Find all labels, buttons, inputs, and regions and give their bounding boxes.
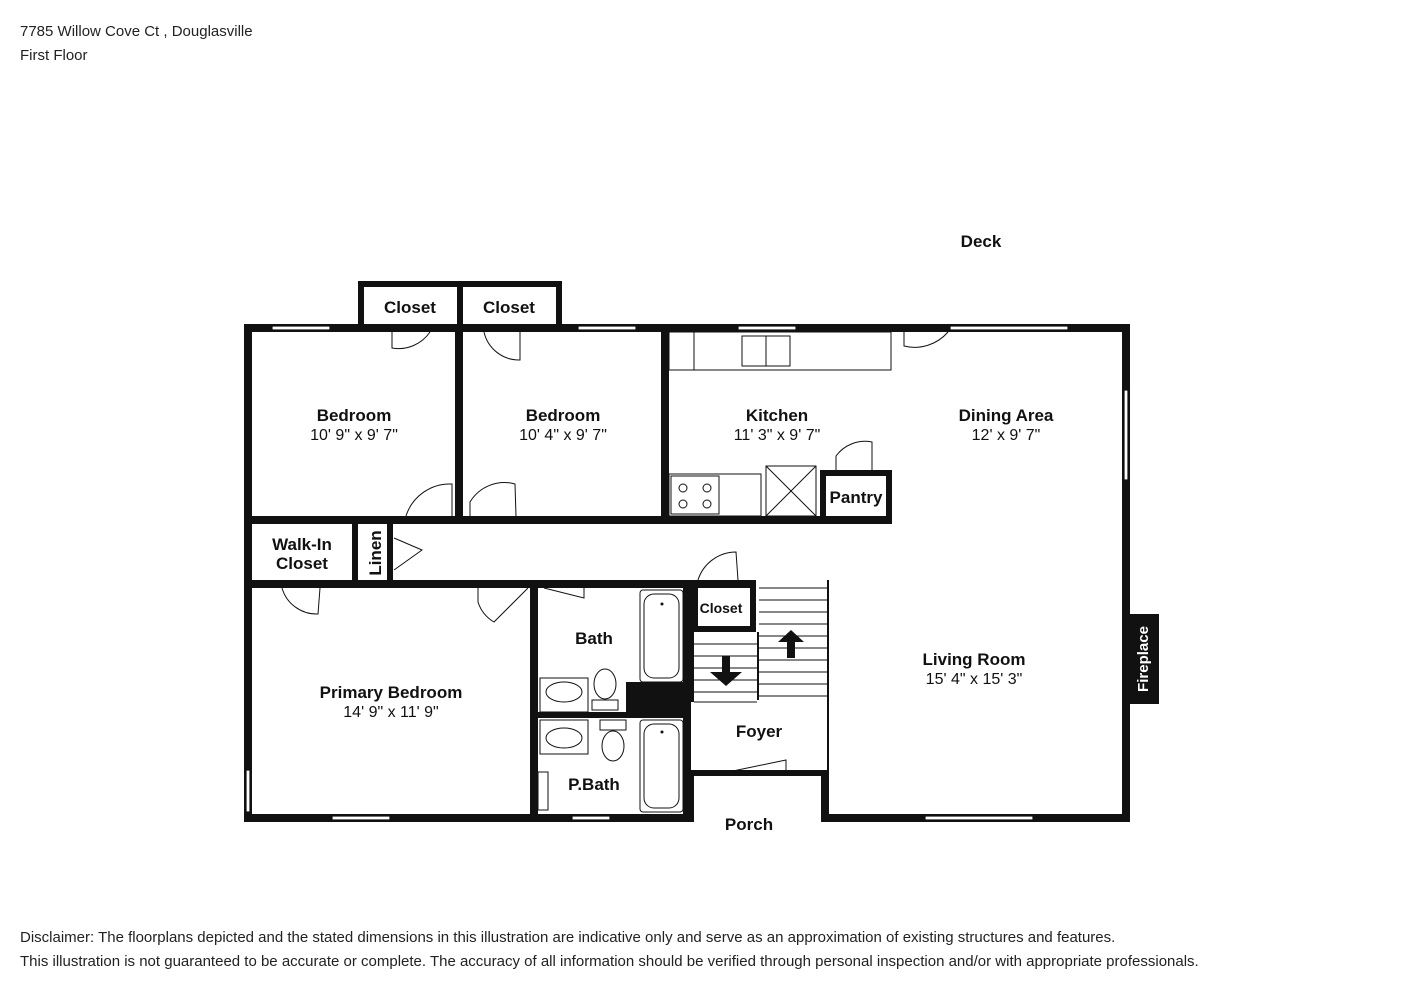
walkin-label-line1: Walk-In bbox=[272, 535, 332, 554]
bedroom1-label: Bedroom bbox=[317, 406, 392, 425]
linen-label: Linen bbox=[366, 530, 385, 575]
pantry-label: Pantry bbox=[830, 488, 883, 507]
address-text: 7785 Willow Cove Ct , Douglasville bbox=[20, 23, 253, 40]
floor-label: First Floor bbox=[20, 47, 88, 64]
kitchen-label: Kitchen bbox=[746, 406, 808, 425]
primary-dims: 14' 9" x 11' 9" bbox=[343, 704, 438, 721]
doors bbox=[281, 331, 949, 811]
disclaimer-line2: This illustration is not guaranteed to b… bbox=[20, 953, 1199, 970]
porch-label: Porch bbox=[725, 815, 773, 834]
closet2-label: Closet bbox=[483, 298, 535, 317]
bedroom2-label: Bedroom bbox=[526, 406, 601, 425]
fixtures bbox=[539, 331, 892, 813]
bedroom1-dims: 10' 9" x 9' 7" bbox=[310, 427, 398, 444]
dining-dims: 12' x 9' 7" bbox=[972, 427, 1041, 444]
bath-toilet-icon bbox=[591, 668, 619, 711]
bath-sink-icon bbox=[539, 677, 589, 713]
pbath-sink-icon bbox=[539, 719, 589, 755]
windows bbox=[245, 325, 1129, 821]
closet3-label: Closet bbox=[700, 600, 743, 616]
deck-label: Deck bbox=[961, 232, 1002, 251]
walls bbox=[244, 281, 1159, 822]
foyer-label: Foyer bbox=[736, 722, 783, 741]
kitchen-dims: 11' 3" x 9' 7" bbox=[734, 427, 821, 444]
pbath-toilet-icon bbox=[599, 719, 627, 762]
living-dims: 15' 4" x 15' 3" bbox=[926, 671, 1023, 688]
disclaimer-line1: Disclaimer: The floorplans depicted and … bbox=[20, 929, 1116, 946]
closet1-label: Closet bbox=[384, 298, 436, 317]
stairs-up-arrow-icon bbox=[778, 630, 804, 658]
stairs bbox=[694, 587, 827, 703]
pbath-label: P.Bath bbox=[568, 775, 620, 794]
room-labels: Bedroom 10' 9" x 9' 7" Bedroom 10' 4" x … bbox=[272, 232, 1152, 834]
bedroom2-dims: 10' 4" x 9' 7" bbox=[519, 427, 607, 444]
fireplace-label: Fireplace bbox=[1135, 626, 1152, 692]
dining-label: Dining Area bbox=[959, 406, 1054, 425]
stairs-down-arrow-icon bbox=[710, 656, 742, 686]
walkin-label-line2: Closet bbox=[276, 554, 328, 573]
living-label: Living Room bbox=[923, 650, 1026, 669]
primary-label: Primary Bedroom bbox=[320, 683, 463, 702]
bath-label: Bath bbox=[575, 629, 613, 648]
